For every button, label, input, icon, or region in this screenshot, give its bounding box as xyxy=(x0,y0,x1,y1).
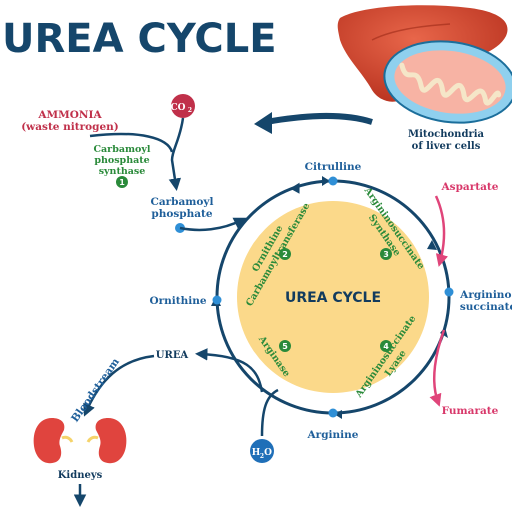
page-title: UREA CYCLE xyxy=(2,16,277,62)
arginine-node xyxy=(328,408,338,418)
h2o-molecule: H 2 O xyxy=(250,439,274,463)
svg-text:H: H xyxy=(252,448,261,458)
ornithine-label: Ornithine xyxy=(149,295,206,307)
ornithine-node xyxy=(212,295,222,305)
citrulline-node xyxy=(328,176,338,186)
mitochondrion-illustration xyxy=(383,40,512,124)
urea-arrow xyxy=(195,348,264,393)
argininosuccinate-node xyxy=(444,287,454,297)
co2-molecule: CO 2 xyxy=(170,94,195,118)
cps-label-line2: phosphate xyxy=(94,155,149,166)
liver-label-line2: of liver cells xyxy=(412,141,481,152)
cps-label-line3: synthase xyxy=(99,166,146,177)
citrulline-label: Citrulline xyxy=(305,161,362,173)
arginine-label: Arginine xyxy=(307,429,359,441)
ammonia-label: AMMONIA xyxy=(37,109,102,121)
ring-arrow-bottom xyxy=(334,410,342,419)
cps-number-badge xyxy=(116,176,128,188)
ammonia-arrow xyxy=(89,132,174,153)
carbamoyl-phosphate-line1: Carbamoyl xyxy=(150,196,213,208)
svg-text:2: 2 xyxy=(188,107,192,114)
ring-arrow-right xyxy=(427,240,437,250)
svg-text:CO: CO xyxy=(170,103,185,113)
svg-text:2: 2 xyxy=(260,453,264,460)
otc-number: 2 xyxy=(282,250,288,259)
urea-label: UREA xyxy=(156,350,189,361)
arginase-number: 5 xyxy=(282,342,288,351)
kidneys-illustration xyxy=(33,418,127,464)
cycle-center-label: UREA CYCLE xyxy=(285,290,381,306)
fumarate-label: Fumarate xyxy=(442,405,499,417)
liver-arrow xyxy=(265,112,373,125)
aspartate-arrow xyxy=(434,195,449,267)
asl-number: 4 xyxy=(383,342,389,351)
aspartate-label: Aspartate xyxy=(441,181,499,193)
co2-arrow xyxy=(168,117,185,191)
bloodstream-arrow xyxy=(83,354,155,417)
arginase-number-badge xyxy=(279,340,291,352)
cps-label-line1: Carbamoyl xyxy=(93,144,150,155)
kidneys-label: Kidneys xyxy=(58,470,103,481)
ring-arrow-top xyxy=(322,176,330,186)
svg-text:O: O xyxy=(264,448,272,458)
bloodstream-label: Bloodstream xyxy=(69,356,122,424)
argininosuccinate-line1: Arginino- xyxy=(459,289,512,301)
otc-number-badge xyxy=(279,248,291,260)
liver-arrow-head xyxy=(254,112,272,134)
asl-number-badge xyxy=(380,340,392,352)
ass-number: 3 xyxy=(383,250,389,259)
ammonia-sublabel: (waste nitrogen) xyxy=(21,121,119,133)
h2o-arrow xyxy=(260,388,279,437)
carbamoyl-phosphate-line2: phosphate xyxy=(151,208,213,220)
cps-number: 1 xyxy=(119,178,125,187)
fumarate-arrow xyxy=(429,329,446,407)
carbamoyl-arrow xyxy=(179,217,247,232)
liver-label-line1: Mitochondria xyxy=(408,129,485,140)
argininosuccinate-line2: succinate xyxy=(460,301,512,313)
ass-number-badge xyxy=(380,248,392,260)
